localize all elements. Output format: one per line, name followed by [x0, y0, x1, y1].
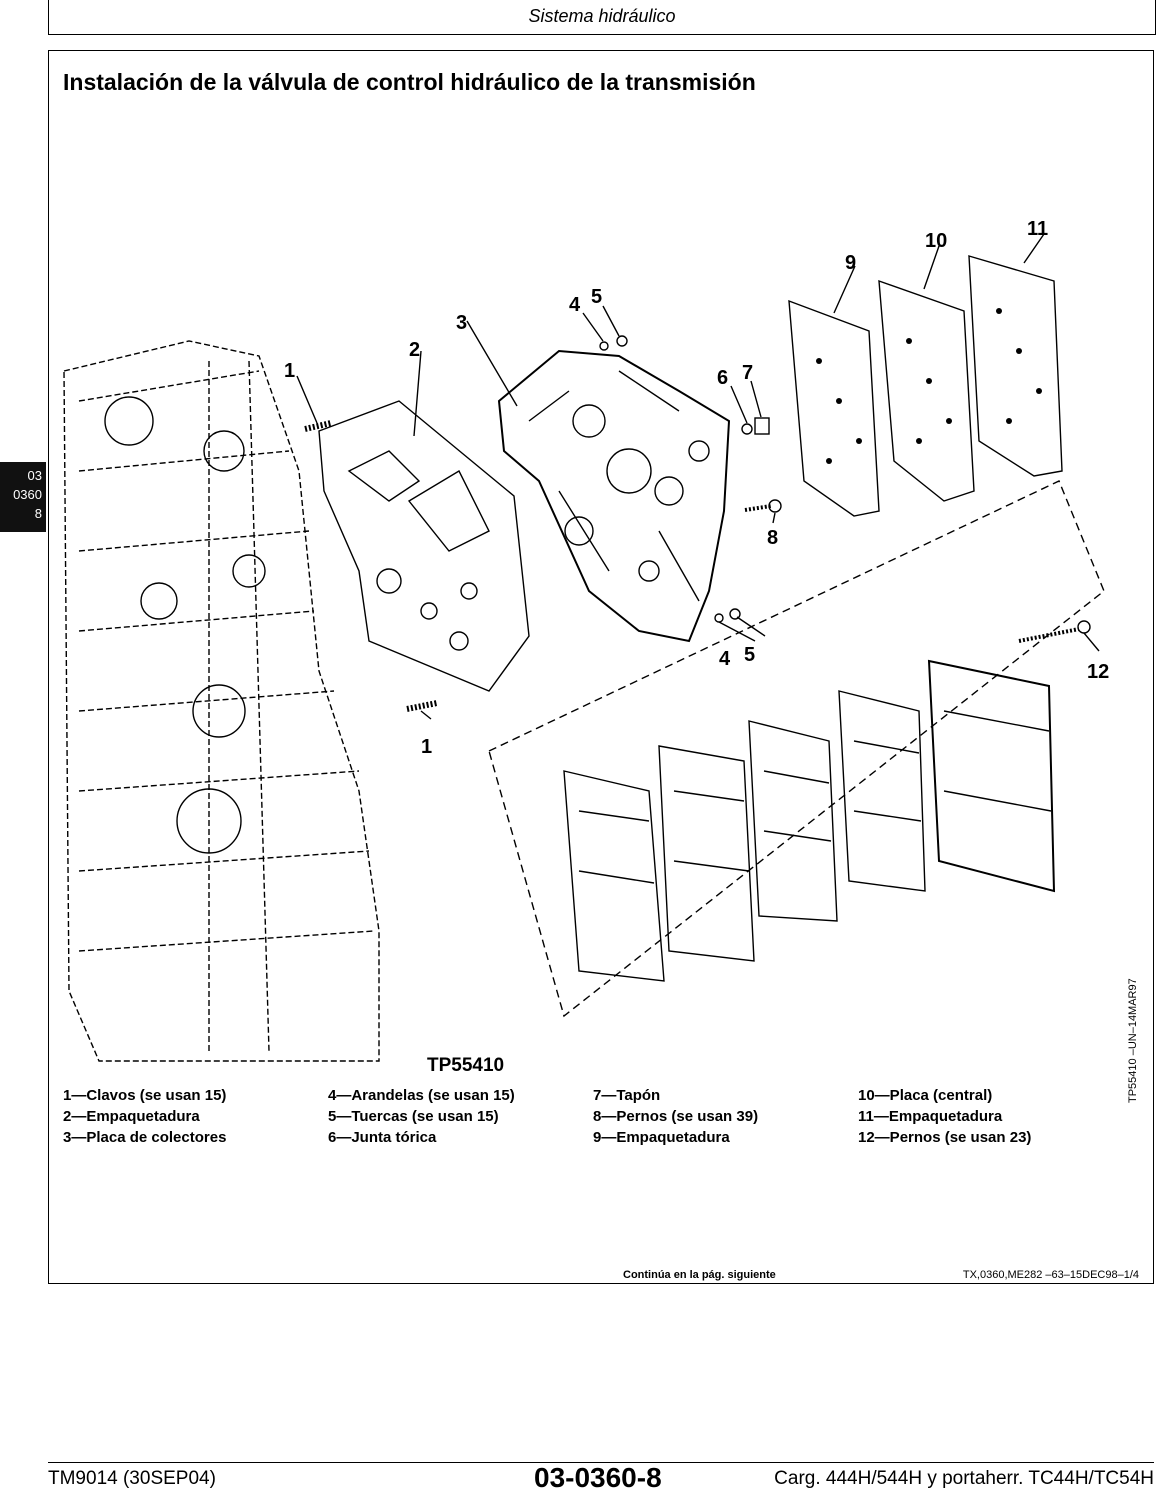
page-header: Sistema hidráulico: [48, 0, 1156, 35]
gasket-9: [788, 299, 880, 517]
content-frame: Instalación de la válvula de control hid…: [48, 50, 1154, 1284]
legend-item: 6—Junta tórica: [328, 1129, 437, 1146]
figure-reference: TP55410 –UN–14MAR97: [1127, 978, 1139, 1103]
continue-note: Continúa en la pág. siguiente: [623, 1269, 776, 1281]
callout-1-lower: 1: [421, 736, 432, 758]
callout-4-lower: 4: [719, 648, 731, 670]
legend-item: 11—Empaquetadura: [858, 1108, 1003, 1125]
callout-8: 8: [767, 527, 778, 549]
callout-4-upper: 4: [569, 294, 581, 316]
legend-column: 7—Tapón 8—Pernos (se usan 39) 9—Empaquet…: [593, 1085, 858, 1148]
manifold-plate-3: [497, 349, 731, 643]
legend-item: 5—Tuercas (se usan 15): [328, 1108, 499, 1125]
legend-item: 4—Arandelas (se usan 15): [328, 1087, 515, 1104]
callout-5-lower: 5: [744, 644, 755, 666]
callout-12: 12: [1087, 661, 1109, 683]
manual-code: TM9014 (30SEP04): [48, 1468, 216, 1489]
transmission-case: [63, 340, 380, 1062]
callout-2: 2: [409, 339, 420, 361]
legend-column: 10—Placa (central) 11—Empaquetadura 12—P…: [858, 1085, 1123, 1148]
gasket-2: [318, 400, 530, 692]
page-title: Instalación de la válvula de control hid…: [63, 69, 756, 95]
stud-1-lower: [406, 700, 438, 712]
legend-item: 2—Empaquetadura: [63, 1108, 200, 1125]
legend-item: 3—Placa de colectores: [63, 1129, 227, 1146]
plate-10: [878, 279, 975, 502]
callout-9: 9: [845, 252, 856, 274]
callout-1-upper: 1: [284, 360, 295, 382]
section-tab: 03 0360 8: [0, 462, 46, 532]
footer-rule: [48, 1462, 1154, 1463]
stud-1-upper: [304, 420, 332, 432]
callout-6: 6: [717, 367, 728, 389]
legend-column: 1—Clavos (se usan 15) 2—Empaquetadura 3—…: [63, 1085, 328, 1148]
parts-legend: 1—Clavos (se usan 15) 2—Empaquetadura 3—…: [63, 1085, 1143, 1148]
section-title: Sistema hidráulico: [528, 6, 676, 26]
legend-item: 1—Clavos (se usan 15): [63, 1087, 227, 1104]
document-reference: TX,0360,ME282 –63–15DEC98–1/4: [962, 1269, 1139, 1281]
callout-3: 3: [456, 312, 467, 334]
legend-item: 10—Placa (central): [858, 1087, 993, 1104]
section-tab-line1: 03: [27, 468, 42, 483]
legend-item: 7—Tapón: [593, 1087, 661, 1104]
callout-7: 7: [742, 362, 753, 384]
page-number: 03-0360-8: [534, 1462, 662, 1493]
callout-10: 10: [925, 230, 947, 252]
section-tab-line3: 8: [34, 506, 42, 521]
legend-item: 12—Pernos (se usan 23): [858, 1129, 1032, 1146]
legend-item: 8—Pernos (se usan 39): [593, 1108, 759, 1125]
figure-code: TP55410: [427, 1055, 504, 1076]
legend-column: 4—Arandelas (se usan 15) 5—Tuercas (se u…: [328, 1085, 593, 1148]
machine-models: Carg. 444H/544H y portaherr. TC44H/TC54H: [774, 1468, 1154, 1489]
callout-5-upper: 5: [591, 286, 602, 308]
section-tab-line2: 0360: [13, 487, 42, 502]
callout-11: 11: [1027, 218, 1048, 240]
legend-item: 9—Empaquetadura: [593, 1129, 730, 1146]
gasket-11: [968, 255, 1063, 477]
exploded-diagram: 1 2 3 4 5 6 7 8 9 10 11 12 1 4 5 TP55410: [59, 171, 1119, 1091]
